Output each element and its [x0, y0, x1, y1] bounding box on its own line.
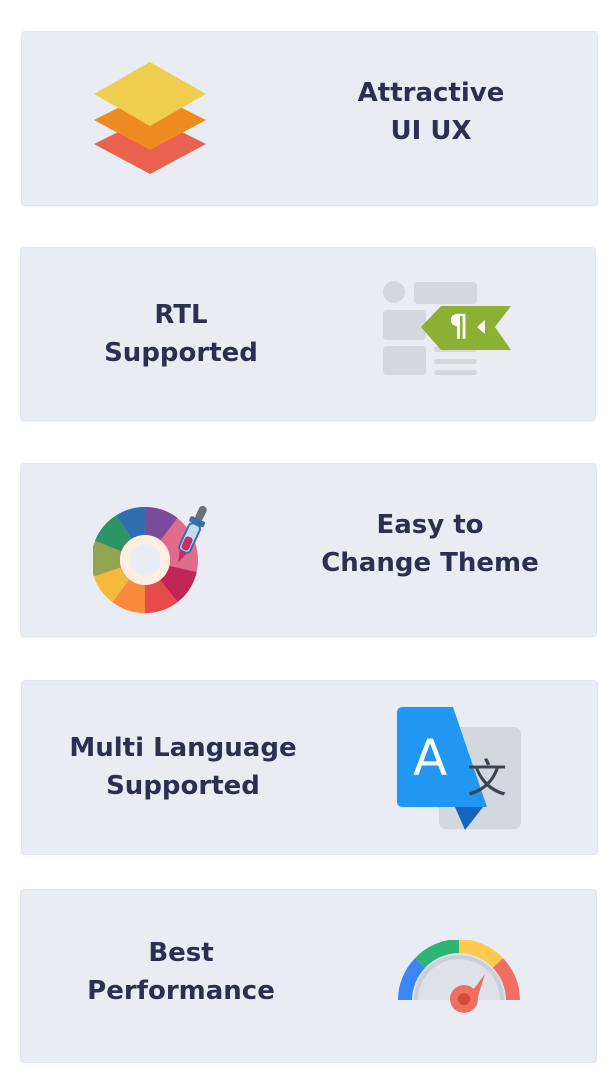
layers-icon — [94, 62, 206, 174]
feature-title: Easy to Change Theme — [321, 510, 539, 578]
feature-title: RTL Supported — [104, 300, 258, 368]
cjk-glyph: 文 — [467, 756, 507, 802]
translate-icon: A 文 — [395, 706, 523, 832]
latin-a-glyph: A — [413, 729, 448, 787]
color-wheel-icon — [93, 494, 213, 614]
paragraph-glyph: ¶ — [449, 309, 469, 344]
feature-title: Attractive UI UX — [357, 78, 505, 146]
feature-card-rtl: RTL Supported ¶ — [20, 247, 596, 421]
feature-card-theme: Easy to Change Theme — [20, 463, 597, 637]
feature-title: Best Performance — [87, 938, 275, 1006]
speedometer-icon — [397, 940, 521, 1016]
feature-card-performance: Best Performance — [20, 889, 597, 1063]
rtl-paragraph-icon: ¶ — [381, 280, 513, 376]
feature-card-ui-ux: Attractive UI UX — [21, 31, 598, 206]
feature-card-language: Multi Language Supported A 文 — [21, 680, 598, 855]
feature-title: Multi Language Supported — [69, 733, 297, 801]
